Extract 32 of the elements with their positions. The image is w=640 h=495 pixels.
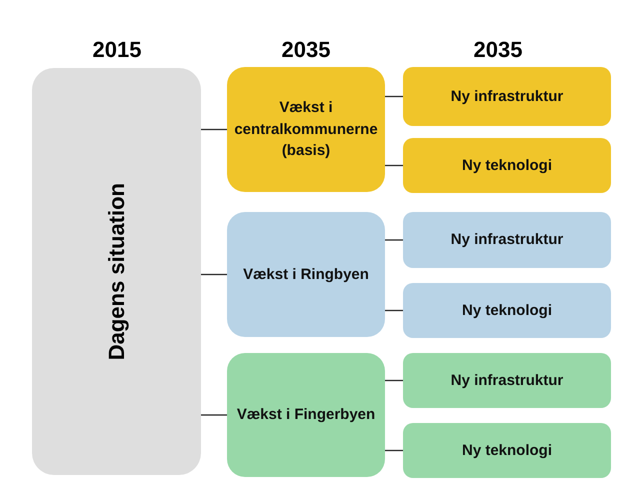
situation-panel <box>32 68 201 475</box>
option-box <box>403 283 611 338</box>
box-text: Vækst i Ringbyen <box>243 264 369 285</box>
connector-line <box>385 239 403 241</box>
scenario-box <box>227 212 385 337</box>
connector-line <box>385 164 403 166</box>
box-text: Dagens situation <box>103 182 130 360</box>
box-text: Ny teknologi <box>462 300 552 321</box>
option-box <box>403 353 611 408</box>
column-heading: 2035 <box>474 36 522 64</box>
scenario-box <box>227 67 385 192</box>
connector-line <box>201 128 227 130</box>
column-heading: 2015 <box>92 36 142 64</box>
box-text: Ny infrastruktur <box>450 86 564 107</box>
option-box <box>403 138 611 193</box>
option-box <box>403 67 611 126</box>
box-text: Vækst i Fingerbyen <box>236 405 376 426</box>
box-text: Ny teknologi <box>462 440 552 461</box>
option-box <box>403 212 611 268</box>
connector-line <box>385 310 403 312</box>
connector-line <box>385 380 403 382</box>
connector-line <box>385 450 403 452</box>
box-text: Ny teknologi <box>462 156 552 176</box>
connector-line <box>201 274 227 276</box>
scenario-box <box>227 353 385 477</box>
column-heading: 2035 <box>282 36 330 64</box>
box-text: Ny infrastruktur <box>450 370 564 391</box>
connector-line <box>201 414 227 416</box>
connector-line <box>385 96 403 98</box>
box-text: Vækst i centralkommunerne (basis) <box>234 98 378 162</box>
option-box <box>403 423 611 478</box>
box-text: Ny infrastruktur <box>450 230 564 250</box>
